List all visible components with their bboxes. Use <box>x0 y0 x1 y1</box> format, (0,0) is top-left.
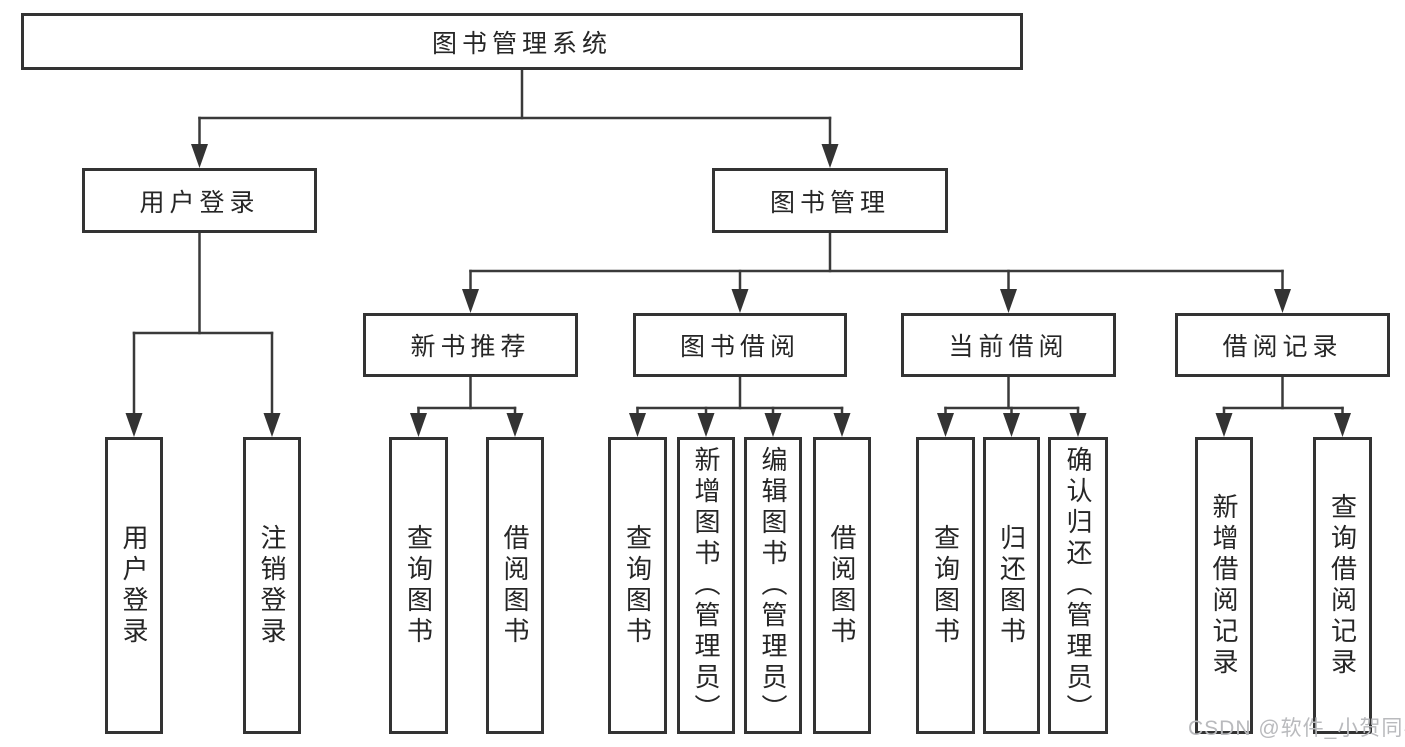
leaf-query-books-recommend-label: 查询图书 <box>403 523 434 648</box>
node-borrowing-records: 借阅记录 <box>1175 313 1390 377</box>
leaf-edit-books-admin: 编辑图书（管理员） <box>744 437 802 734</box>
node-library-system: 图书管理系统 <box>21 13 1023 70</box>
leaf-add-borrow-record: 新增借阅记录 <box>1195 437 1253 734</box>
leaf-query-borrow-record: 查询借阅记录 <box>1313 437 1372 734</box>
leaf-logout-login: 注销登录 <box>243 437 301 734</box>
leaf-query-books-recommend: 查询图书 <box>389 437 448 734</box>
leaf-query-books-borrow-label: 查询图书 <box>622 523 653 648</box>
leaf-edit-books-admin-label: 编辑图书（管理员） <box>758 446 788 725</box>
leaf-add-books-admin-label: 新增图书（管理员） <box>691 446 721 725</box>
leaf-confirm-return-admin-label: 确认归还（管理员） <box>1063 446 1093 725</box>
node-book-management: 图书管理 <box>712 168 948 233</box>
leaf-return-books-label: 归还图书 <box>996 523 1027 648</box>
leaf-borrow-books-recommend-label: 借阅图书 <box>500 523 530 648</box>
leaf-add-books-admin: 新增图书（管理员） <box>677 437 735 734</box>
leaf-query-books-borrow: 查询图书 <box>608 437 667 734</box>
node-user-login: 用户登录 <box>82 168 317 233</box>
node-book-borrowing: 图书借阅 <box>633 313 847 377</box>
leaf-query-books-current-label: 查询图书 <box>930 523 961 648</box>
leaf-user-login-label: 用户登录 <box>119 523 149 648</box>
leaf-logout-login-label: 注销登录 <box>257 523 287 648</box>
leaf-query-borrow-record-label: 查询借阅记录 <box>1327 492 1358 679</box>
node-current-borrowing: 当前借阅 <box>901 313 1116 377</box>
node-new-book-recommend: 新书推荐 <box>363 313 578 377</box>
leaf-borrow-books-borrow: 借阅图书 <box>813 437 871 734</box>
leaf-borrow-books-borrow-label: 借阅图书 <box>827 523 857 648</box>
leaf-return-books: 归还图书 <box>983 437 1040 734</box>
leaf-borrow-books-recommend: 借阅图书 <box>486 437 544 734</box>
leaf-query-books-current: 查询图书 <box>916 437 975 734</box>
leaf-user-login: 用户登录 <box>105 437 163 734</box>
watermark: CSDN @软件_小贺同学 <box>1188 717 1405 740</box>
leaf-confirm-return-admin: 确认归还（管理员） <box>1048 437 1108 734</box>
leaf-add-borrow-record-label: 新增借阅记录 <box>1209 492 1239 679</box>
